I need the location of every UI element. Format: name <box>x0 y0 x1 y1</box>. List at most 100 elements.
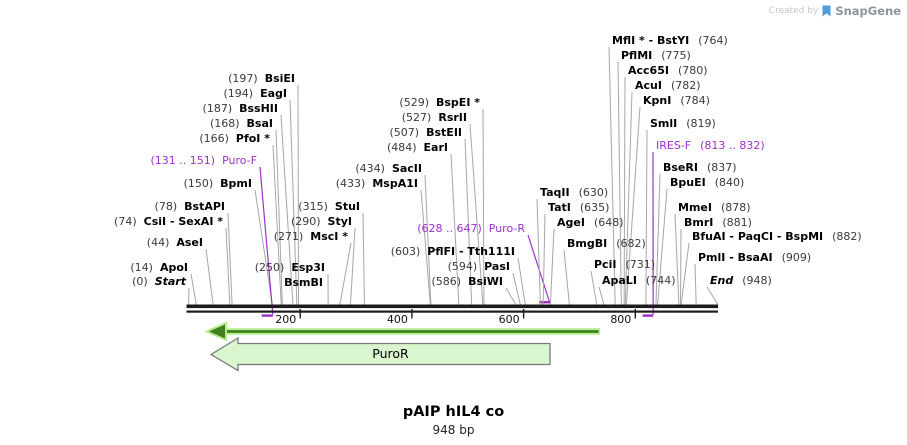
site-connector-line <box>542 213 546 305</box>
site-name: AgeI <box>557 216 585 229</box>
site-label-bsshii[interactable]: (187)BssHII <box>203 102 278 115</box>
site-label-bsiwi[interactable]: (586)BsiWI <box>431 275 503 288</box>
site-label-puro-r[interactable]: (628 .. 647)Puro-R <box>417 222 525 235</box>
site-label-bspei[interactable]: (529)BspEI * <box>399 96 480 109</box>
site-connector-line <box>297 84 300 305</box>
site-position: (315) <box>298 200 328 213</box>
site-label-acc65i[interactable]: Acc65I(780) <box>628 64 708 77</box>
site-label-smli[interactable]: SmlI(819) <box>650 117 716 130</box>
site-label-bpuei[interactable]: BpuEI(840) <box>670 176 744 189</box>
site-connector-line <box>680 242 690 305</box>
site-position: (775) <box>661 49 691 62</box>
site-name: StuI <box>334 200 360 213</box>
site-label-puro-f[interactable]: (131 .. 151)Puro-F <box>151 154 258 167</box>
site-label-pmli-bsaai[interactable]: PmlI - BsaAI (909) <box>698 251 811 264</box>
site-label-kpni[interactable]: KpnI(784) <box>643 94 710 107</box>
site-label-bstapi[interactable]: (78) BstAPI <box>155 200 225 213</box>
site-label-acui[interactable]: AcuI(782) <box>635 79 701 92</box>
site-label-apoi[interactable]: (14) ApoI <box>130 261 188 274</box>
site-label-pfoi[interactable]: (166)PfoI * <box>199 132 270 145</box>
site-label-stui[interactable]: (315) StuI <box>298 200 360 213</box>
site-label-apali[interactable]: ApaLI(744) <box>602 274 676 287</box>
site-name: AcuI <box>635 79 662 92</box>
site-connector-line <box>674 213 680 305</box>
site-position: (168) <box>209 117 240 130</box>
ruler-tick-label-800: 800 <box>610 312 632 326</box>
site-label-bsai[interactable]: (168)BsaI <box>210 117 273 130</box>
site-name: ApoI <box>159 261 188 274</box>
site-label-tati[interactable]: TatI(635) <box>548 201 609 214</box>
site-position: (909) <box>781 251 812 264</box>
feature-arrow-puror[interactable] <box>209 336 551 372</box>
site-label-msci[interactable]: (271)MscI * <box>274 230 348 243</box>
site-label-eagi[interactable]: (194)EagI <box>224 87 288 100</box>
site-label-start[interactable]: (0)Start <box>132 275 186 288</box>
feature-label-puror[interactable]: PuroR <box>372 346 409 361</box>
site-name: BstAPI <box>184 200 225 213</box>
map-title: pAIP hIL4 co <box>402 404 505 420</box>
site-name: BmrI <box>684 216 714 229</box>
site-name: BspEI * <box>436 96 480 109</box>
site-name: PflMI <box>621 49 653 62</box>
site-label-pcii[interactable]: PciI(731) <box>594 258 655 271</box>
site-label-csii-sexai[interactable]: (74)CsiI - SexAI * <box>114 215 223 228</box>
site-connector-line <box>517 257 526 305</box>
site-label-sacii[interactable]: (434)SacII <box>355 162 422 175</box>
site-label-bfuai-paqci-bspmi[interactable]: BfuAI - PaqCI - BspMI(882) <box>692 230 862 243</box>
site-name: BfuAI - PaqCI - BspMI <box>692 230 824 243</box>
site-connector-line <box>598 286 605 305</box>
site-position: (14) <box>130 261 153 274</box>
site-connector-line <box>625 106 641 305</box>
site-label-bpmi[interactable]: (150)BpmI <box>184 177 252 190</box>
site-label-pflfi-tth111i[interactable]: (603)PflFI - Tth111I <box>391 245 515 258</box>
site-name: MflI * - BstYI <box>612 34 690 47</box>
site-position: (628 .. 647) <box>417 222 482 235</box>
site-name: RsrII <box>438 111 467 124</box>
site-label-pflmi[interactable]: PflMI (775) <box>621 49 691 62</box>
site-position: (784) <box>680 94 710 107</box>
site-name: BstEII <box>426 126 462 139</box>
site-position: (131 .. 151) <box>150 154 216 167</box>
site-name: Start <box>154 275 186 288</box>
site-connector-line <box>272 144 282 305</box>
site-connector-line <box>254 189 273 305</box>
site-label-bsiei[interactable]: (197) BsiEI <box>228 72 295 85</box>
site-label-bseri[interactable]: BseRI(837) <box>663 161 737 174</box>
watermark-created-by: Created by <box>768 6 819 16</box>
site-connector-line <box>505 287 517 305</box>
site-label-bmri[interactable]: BmrI(881) <box>684 216 752 229</box>
site-position: (837) <box>706 161 737 174</box>
site-label-bmgbi[interactable]: BmgBI(682) <box>567 237 646 250</box>
site-label-rsrii[interactable]: (527)RsrII <box>402 111 467 124</box>
site-label-agei[interactable]: AgeI(648) <box>557 216 624 229</box>
site-name: BsiEI <box>264 72 295 85</box>
site-label-styi[interactable]: (290)StyI <box>291 215 352 228</box>
site-label-eari[interactable]: (484)EarI <box>387 141 448 154</box>
site-position: (819) <box>686 117 716 130</box>
site-name: BsiWI <box>468 275 503 288</box>
site-name: MscI * <box>310 230 348 243</box>
site-label-taqii[interactable]: TaqII(630) <box>540 186 608 199</box>
site-label-ires-f[interactable]: IRES-F(813 .. 832) <box>656 139 765 152</box>
site-label-bsteii[interactable]: (507)BstEII <box>390 126 462 139</box>
site-label-pasi[interactable]: (594)PasI <box>448 260 510 273</box>
site-connector-line <box>645 129 648 305</box>
site-label-esp3i[interactable]: (250)Esp3I <box>255 261 325 274</box>
site-position: (682) <box>616 237 646 250</box>
site-label-mfli-bstyi[interactable]: MflI * - BstYI(764) <box>612 34 728 47</box>
site-label-end[interactable]: End(948) <box>710 274 772 287</box>
site-name: PmlI - BsaAI <box>698 251 773 264</box>
site-position: (635) <box>579 201 610 214</box>
site-name: SacII <box>391 162 422 175</box>
site-name: CsiI - SexAI * <box>143 215 223 228</box>
site-label-mspa1i[interactable]: (433)MspA1I <box>336 177 418 190</box>
site-label-mmei[interactable]: MmeI(878) <box>678 201 751 214</box>
site-label-asei[interactable]: (44)AseI <box>147 236 203 249</box>
site-position: (197) <box>228 72 258 85</box>
site-connector-line <box>563 249 570 305</box>
primer-connector-line <box>259 166 274 315</box>
site-connector-line <box>190 273 197 305</box>
site-position: (78) <box>154 200 178 213</box>
site-label-bsmbi[interactable]: BsmBI <box>277 276 323 289</box>
